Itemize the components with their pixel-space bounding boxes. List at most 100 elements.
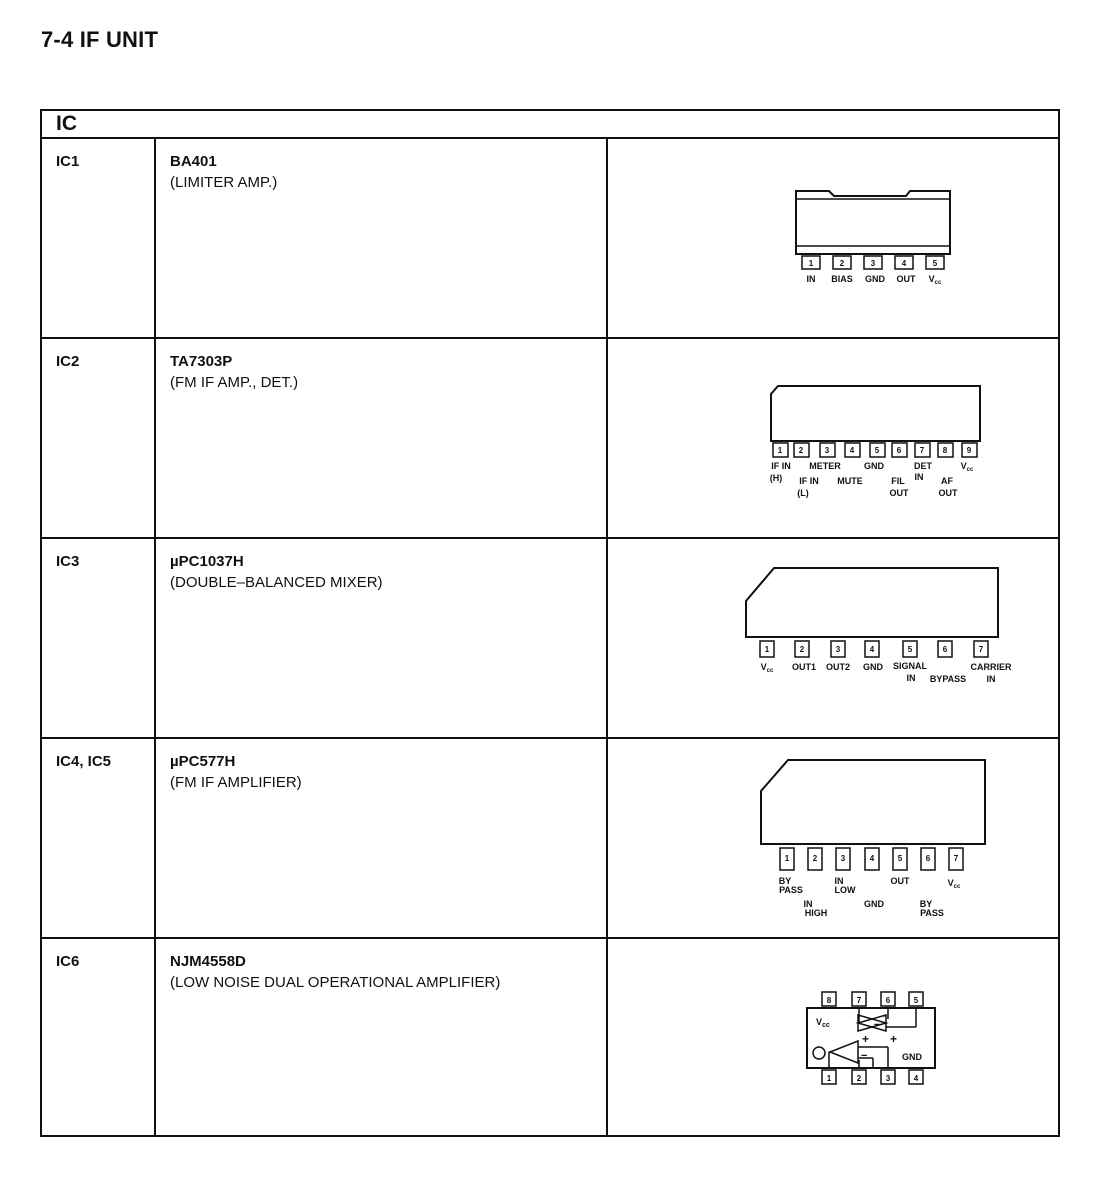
pin-label-bypass: BYPASS: [930, 674, 966, 684]
pin-number: 6: [886, 996, 891, 1005]
pin-label-fil-out: OUT: [890, 488, 910, 498]
ic-reference: IC4, IC5: [56, 753, 112, 770]
pin-label-fil: FIL: [891, 476, 905, 486]
pin-label-in-high-sub: HIGH: [805, 908, 828, 918]
pin-number: 3: [825, 446, 830, 455]
pin-label-det-in: IN: [915, 472, 924, 482]
column-divider: [606, 739, 608, 937]
pin-label-gnd: GND: [902, 1052, 923, 1062]
opamp-minus-sign: −: [874, 1019, 880, 1031]
pin-label-signal-in: IN: [907, 673, 916, 683]
ic-body: [760, 759, 986, 845]
ic-package-diagram: 8 7 6 5 1 2 3 4: [608, 939, 1058, 1137]
ic-row-ic6: IC6 NJM4558D (LOW NOISE DUAL OPERATIONAL…: [42, 939, 1058, 1137]
opamp-plus-sign: +: [862, 1032, 869, 1046]
ba401-pinout-diagram: 1 2 3 4 5 IN BIAS GND OUT Vcc: [795, 190, 951, 286]
pin-label-if-in-l-sub: (L): [797, 488, 809, 498]
pin-label-mute: MUTE: [837, 476, 863, 486]
pin-number: 7: [920, 446, 925, 455]
pin-number: 7: [857, 996, 862, 1005]
pin-label-out2: OUT2: [826, 662, 850, 672]
upc577h-pinout-diagram: 1 2 3 4 5 6 7 BY PASS IN HIGH IN LOW GND…: [760, 759, 986, 918]
pin-number: 3: [841, 854, 846, 863]
ic-package-diagram: 1 2 3 4 5 6 7 8 9 IF IN (H) IF IN (L) ME…: [608, 339, 1058, 537]
ic-package-diagram: 1 2 3 4 5 6 7 BY PASS IN HIGH IN LOW GND…: [608, 739, 1058, 937]
pin-label-vcc: Vcc: [929, 274, 942, 286]
pin-number: 8: [943, 446, 948, 455]
opamp-plus-sign: +: [890, 1032, 897, 1046]
pin-number: 4: [850, 446, 855, 455]
pin-label-vcc: Vcc: [816, 1017, 830, 1029]
pin-label-bypass-1-sub: PASS: [779, 885, 803, 895]
ic-row-ic3: IC3 µPC1037H (DOUBLE–BALANCED MIXER) 1 2: [42, 539, 1058, 739]
ic-part-number: NJM4558D: [170, 953, 246, 970]
pin-number: 5: [933, 259, 938, 268]
pin-label-in: IN: [807, 274, 816, 284]
pin-label-signal: SIGNAL: [893, 661, 928, 671]
pin-number: 2: [857, 1074, 862, 1083]
ic-body: [770, 385, 981, 442]
pin-number: 1: [765, 645, 770, 654]
ic-row-ic1: IC1 BA401 (LIMITER AMP.) 1: [42, 139, 1058, 339]
pin-label-af: AF: [941, 476, 953, 486]
pin-number: 1: [785, 854, 790, 863]
pin-number: 9: [967, 446, 972, 455]
pin-label-out1: OUT1: [792, 662, 816, 672]
pin-number: 2: [799, 446, 804, 455]
ic-reference: IC1: [56, 153, 80, 170]
pin-number: 1: [827, 1074, 832, 1083]
pin-label-in-high: IN: [804, 899, 813, 909]
pin-row: [801, 255, 945, 270]
pin-number: 3: [886, 1074, 891, 1083]
pin-label-out: OUT: [897, 274, 917, 284]
pin-number: 4: [870, 645, 875, 654]
pin-number: 6: [897, 446, 902, 455]
pin-number: 7: [979, 645, 984, 654]
pin-row: [772, 442, 978, 458]
pin-number: 1: [778, 446, 783, 455]
pin-label-in-low: IN: [835, 876, 844, 886]
pin-label-bypass-2: BY: [920, 899, 933, 909]
pin-number: 4: [914, 1074, 919, 1083]
pin-label-gnd: GND: [864, 899, 885, 909]
ta7303p-pinout-diagram: 1 2 3 4 5 6 7 8 9 IF IN (H) IF IN (L) ME…: [770, 385, 981, 498]
pin-number: 1: [809, 259, 814, 268]
pin-label-gnd: GND: [865, 274, 886, 284]
pin-number: 5: [898, 854, 903, 863]
pin-number: 6: [943, 645, 948, 654]
pin-number: 5: [908, 645, 913, 654]
ic-description: (FM IF AMPLIFIER): [170, 774, 302, 791]
column-divider: [606, 939, 608, 1137]
ic-part-number: µPC577H: [170, 753, 236, 770]
ic-description: (FM IF AMP., DET.): [170, 374, 299, 391]
column-divider: [154, 939, 156, 1137]
pin-number: 4: [902, 259, 907, 268]
pin-label-carrier-in: IN: [987, 674, 996, 684]
pin-row: [779, 847, 964, 871]
pin-label-vcc: Vcc: [948, 878, 961, 890]
column-divider: [154, 339, 156, 537]
pin-label-if-in-h: IF IN: [771, 461, 791, 471]
ic-row-ic4-ic5: IC4, IC5 µPC577H (FM IF AMPLIFIER) 1 2: [42, 739, 1058, 939]
pin-label-bypass-1: BY: [779, 876, 792, 886]
pin-row-top: [821, 991, 924, 1007]
pin-number: 3: [871, 259, 876, 268]
pin-label-carrier: CARRIER: [970, 662, 1012, 672]
ic-description: (LOW NOISE DUAL OPERATIONAL AMPLIFIER): [170, 974, 501, 991]
pin-number: 2: [813, 854, 818, 863]
pin-number: 5: [875, 446, 880, 455]
column-divider: [154, 139, 156, 337]
internal-wiring: [827, 1008, 917, 1068]
column-divider: [154, 739, 156, 937]
column-divider: [606, 339, 608, 537]
pin-label-out: OUT: [891, 876, 911, 886]
ic-body: [745, 567, 999, 638]
pin-label-if-in-h-sub: (H): [770, 473, 783, 483]
ic-row-ic2: IC2 TA7303P (FM IF AMP., DET.) 1: [42, 339, 1058, 539]
ic-reference: IC3: [56, 553, 80, 570]
upc1037h-pinout-diagram: 1 2 3 4 5 6 7 Vcc OUT1 OUT2 GND SIGNAL I…: [745, 567, 1012, 684]
pin-row: [759, 640, 989, 658]
pin-number: 7: [954, 854, 959, 863]
pin-number: 6: [926, 854, 931, 863]
pin-label-af-out: OUT: [939, 488, 959, 498]
